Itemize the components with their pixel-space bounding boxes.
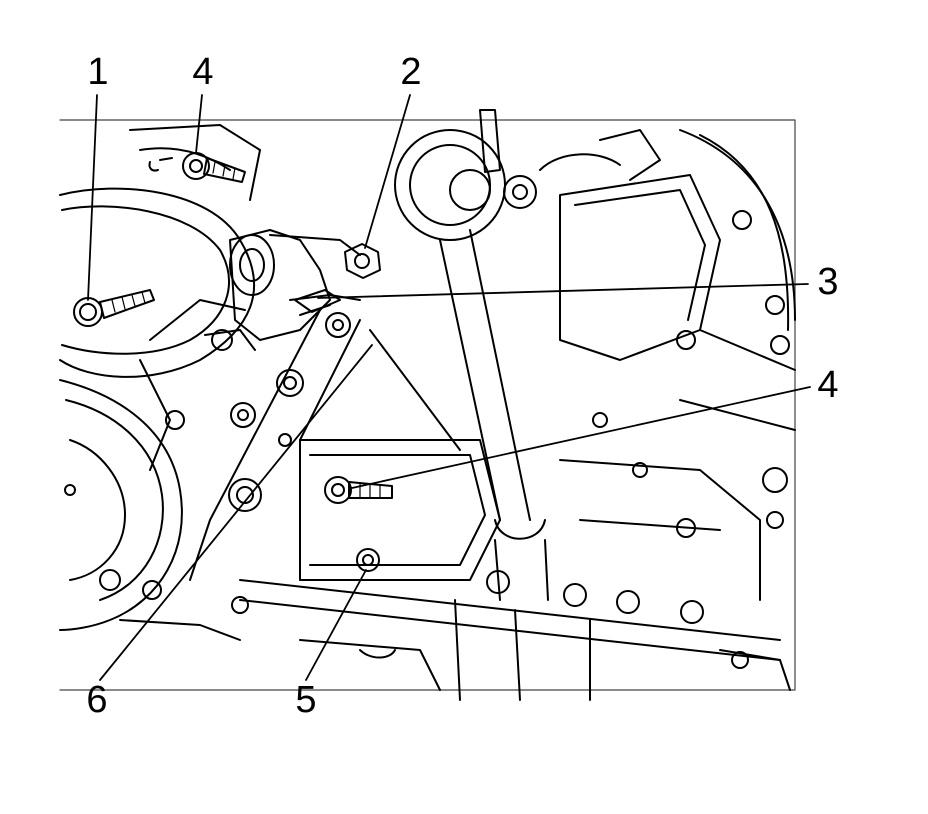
leader-4-upper: [195, 94, 203, 154]
bolt-4-lower: [324, 476, 393, 504]
leader-lines: [87, 94, 811, 681]
bolt-1: [73, 289, 155, 327]
bracket-3: [294, 289, 341, 316]
leader-2: [364, 94, 411, 249]
nut-2: [344, 243, 381, 279]
diagonal-tube: [439, 229, 549, 601]
misc-fasteners: [119, 359, 304, 641]
callout-label-3: 3: [817, 261, 839, 303]
callout-label-5: 5: [295, 679, 317, 721]
callout-label-1: 1: [87, 51, 109, 93]
leader-5: [305, 569, 367, 681]
callout-label-4-lower: 4: [817, 364, 839, 406]
leader-4-lower: [351, 386, 811, 489]
leader-3: [317, 283, 809, 299]
engine-block-lower: [239, 412, 791, 701]
callout-label-4-upper: 4: [192, 51, 214, 93]
callout-label-2: 2: [400, 51, 422, 93]
bolt-4-upper: [148, 152, 246, 183]
leader-6: [99, 344, 373, 681]
alternator: [394, 109, 661, 241]
strut-6: [189, 309, 461, 581]
engine-mount-bracket: [204, 229, 361, 351]
illustration-outline: [59, 119, 796, 691]
leader-1: [87, 94, 98, 301]
transmission-housing: [59, 124, 261, 631]
callout-label-6: 6: [86, 679, 108, 721]
right-housing: [559, 129, 796, 529]
stud-5: [356, 548, 380, 572]
